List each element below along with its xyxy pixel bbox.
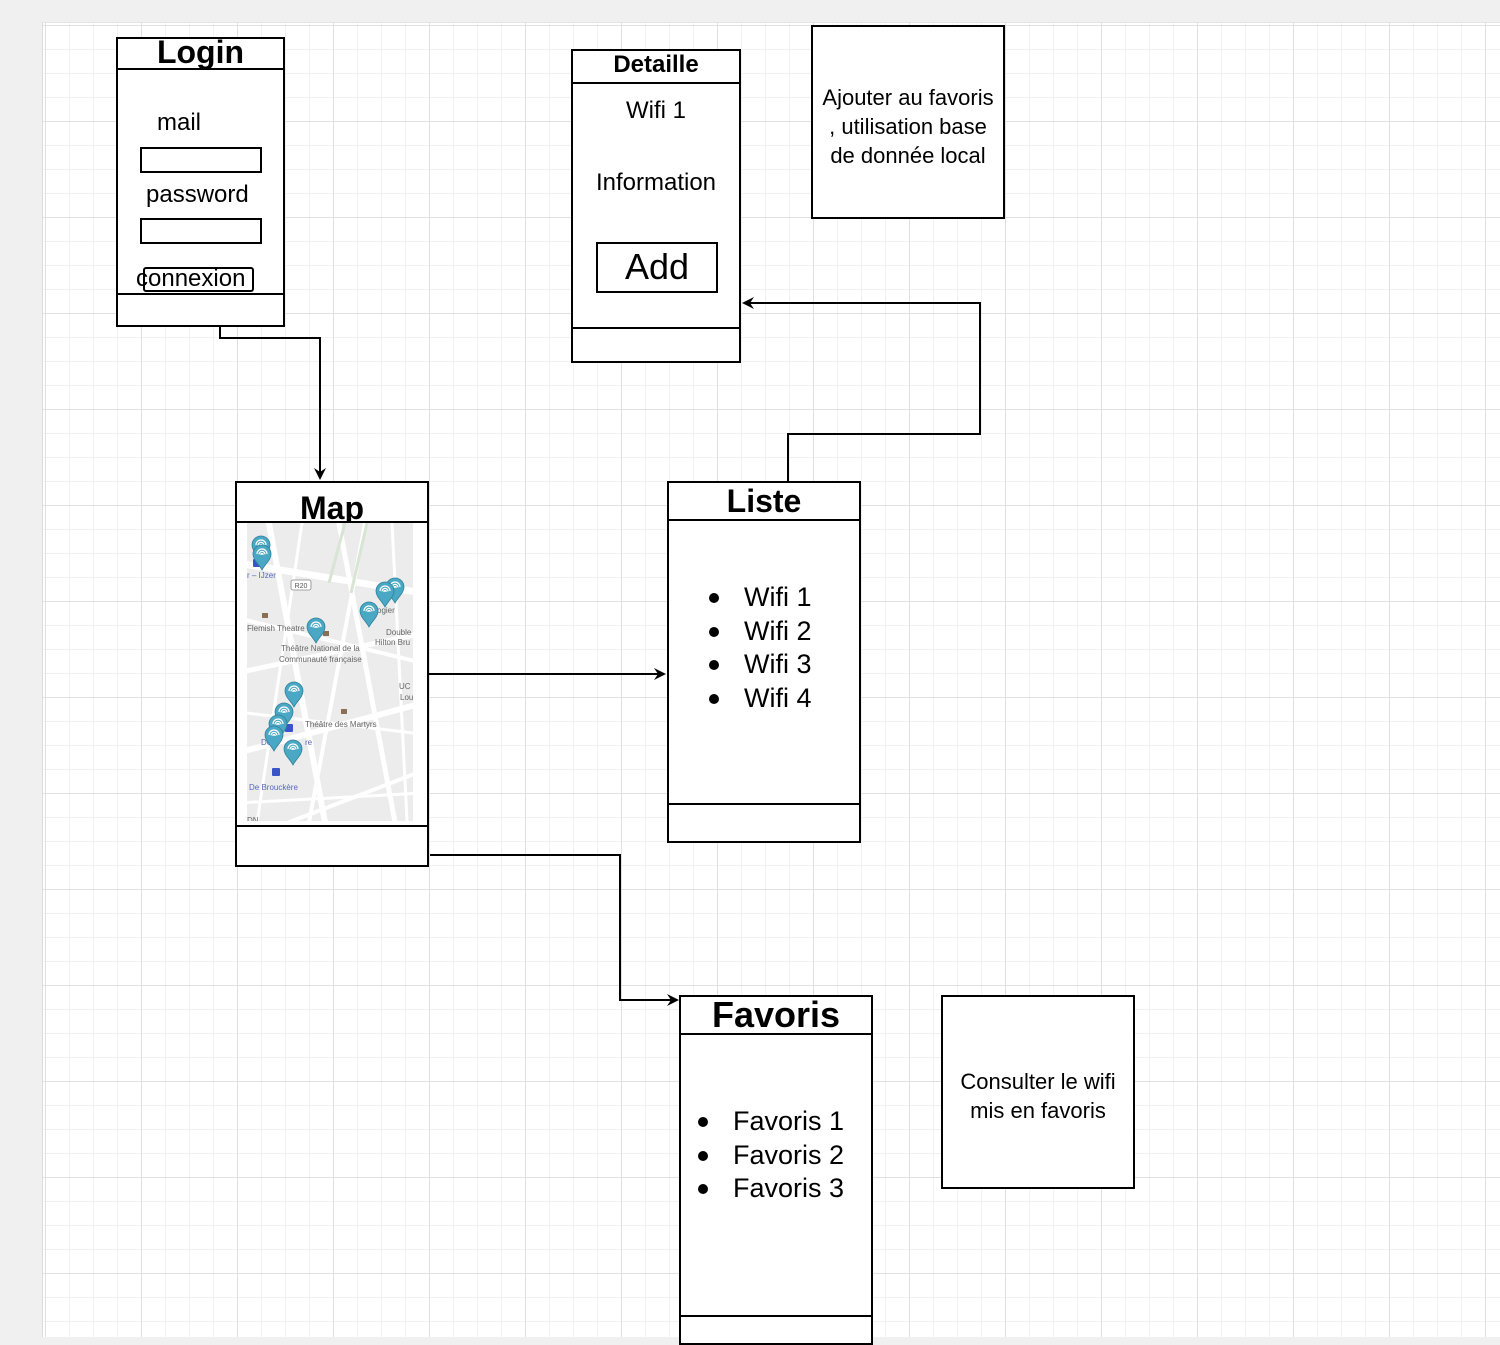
map-label-lou: Lou [400, 693, 413, 702]
mail-field[interactable] [140, 147, 262, 173]
map-label-de: De [261, 738, 272, 747]
wifi-pin-icon[interactable] [284, 681, 304, 708]
map-label-theatre-national-1: Théâtre National de la [281, 644, 360, 653]
map-label-yser: r – IJzer [247, 571, 276, 580]
wifi-list-item[interactable]: Wifi 2 [709, 615, 812, 649]
map-title: Map [237, 483, 427, 526]
map-label-martyrs: Théâtre des Martyrs [305, 720, 377, 729]
map-label-route: R20 [295, 583, 308, 590]
favoris-list-item[interactable]: Favoris 2 [698, 1139, 844, 1173]
wifi-pin-icon[interactable] [252, 544, 272, 571]
wifi-pin-icon[interactable] [306, 617, 326, 644]
map-label-flemish: Flemish Theatre [247, 624, 305, 633]
detaille-info-label: Information [595, 169, 717, 196]
liste-footer [669, 803, 859, 841]
map-label-uc: UC [399, 682, 411, 691]
favoris-footer [681, 1315, 871, 1343]
note-ajouter-favoris[interactable]: Ajouter au favoris , utilisation base de… [811, 25, 1005, 219]
theatre-icon [341, 709, 347, 714]
map-label-hilton: Hilton Bru [375, 638, 410, 647]
note-consulter-line1: Consulter le wifi [960, 1069, 1116, 1094]
add-button[interactable] [596, 242, 718, 293]
wifi-list-item[interactable]: Wifi 3 [709, 648, 812, 682]
favoris-list-item[interactable]: Favoris 1 [698, 1105, 844, 1139]
wifi-list-item[interactable]: Wifi 4 [709, 682, 812, 716]
wifi-list: Wifi 1 Wifi 2 Wifi 3 Wifi 4 [709, 581, 812, 715]
liste-title: Liste [669, 483, 859, 521]
connexion-label: connexion [136, 265, 246, 292]
map-label-bottom: DN [247, 816, 259, 821]
map-label-theatre-national-2: Communauté française [279, 655, 362, 664]
map-label-re: re [305, 738, 313, 747]
wifi-list-item[interactable]: Wifi 1 [709, 581, 812, 615]
theatre-icon [262, 613, 268, 618]
map-screen[interactable]: Map [235, 481, 429, 867]
note-ajouter-line3: de donnée local [830, 143, 986, 168]
favoris-screen[interactable]: Favoris Favoris 1 Favoris 2 Favoris 3 [679, 995, 873, 1345]
map-footer [237, 825, 427, 865]
theatre-icon [323, 631, 329, 636]
metro-icon [272, 768, 280, 776]
note-consulter-line2: mis en favoris [970, 1098, 1106, 1123]
detaille-title: Detaille [573, 51, 739, 84]
note-ajouter-line1: Ajouter au favoris [822, 85, 994, 110]
add-label: Add [624, 246, 690, 287]
map-label-brouckere: De Brouckère [249, 783, 298, 792]
detaille-footer [573, 327, 739, 361]
map-label-double: Double [386, 628, 412, 637]
detaille-screen[interactable]: Detaille Wifi 1 Information Add [571, 49, 741, 363]
mail-label: mail [157, 109, 202, 136]
detaille-item-label: Wifi 1 [626, 97, 686, 124]
login-title: Login [118, 36, 283, 70]
favoris-list: Favoris 1 Favoris 2 Favoris 3 [698, 1105, 844, 1206]
wifi-pin-icon[interactable] [264, 725, 284, 752]
favoris-title: Favoris [681, 997, 871, 1035]
note-ajouter-line2: , utilisation base [829, 114, 987, 139]
connexion-button[interactable] [143, 267, 254, 292]
liste-screen[interactable]: Liste Wifi 1 Wifi 2 Wifi 3 Wifi 4 [667, 481, 861, 843]
favoris-list-item[interactable]: Favoris 3 [698, 1172, 844, 1206]
login-footer [118, 293, 283, 325]
wifi-pin-icon[interactable] [375, 581, 395, 608]
note-consulter-wifi[interactable]: Consulter le wifi mis en favoris [941, 995, 1135, 1189]
map-view[interactable]: R20 r – IJzer ogier Flemish Theatre Doub… [247, 523, 413, 821]
map-graphic: R20 r – IJzer ogier Flemish Theatre Doub… [247, 523, 413, 821]
password-label: password [146, 181, 249, 208]
wifi-pin-icon[interactable] [283, 739, 303, 766]
wifi-pin-icon[interactable] [359, 601, 379, 628]
password-field[interactable] [140, 218, 262, 244]
login-screen[interactable]: Login mail password connexion [116, 36, 285, 327]
map-label-rogier: ogier [377, 606, 395, 615]
